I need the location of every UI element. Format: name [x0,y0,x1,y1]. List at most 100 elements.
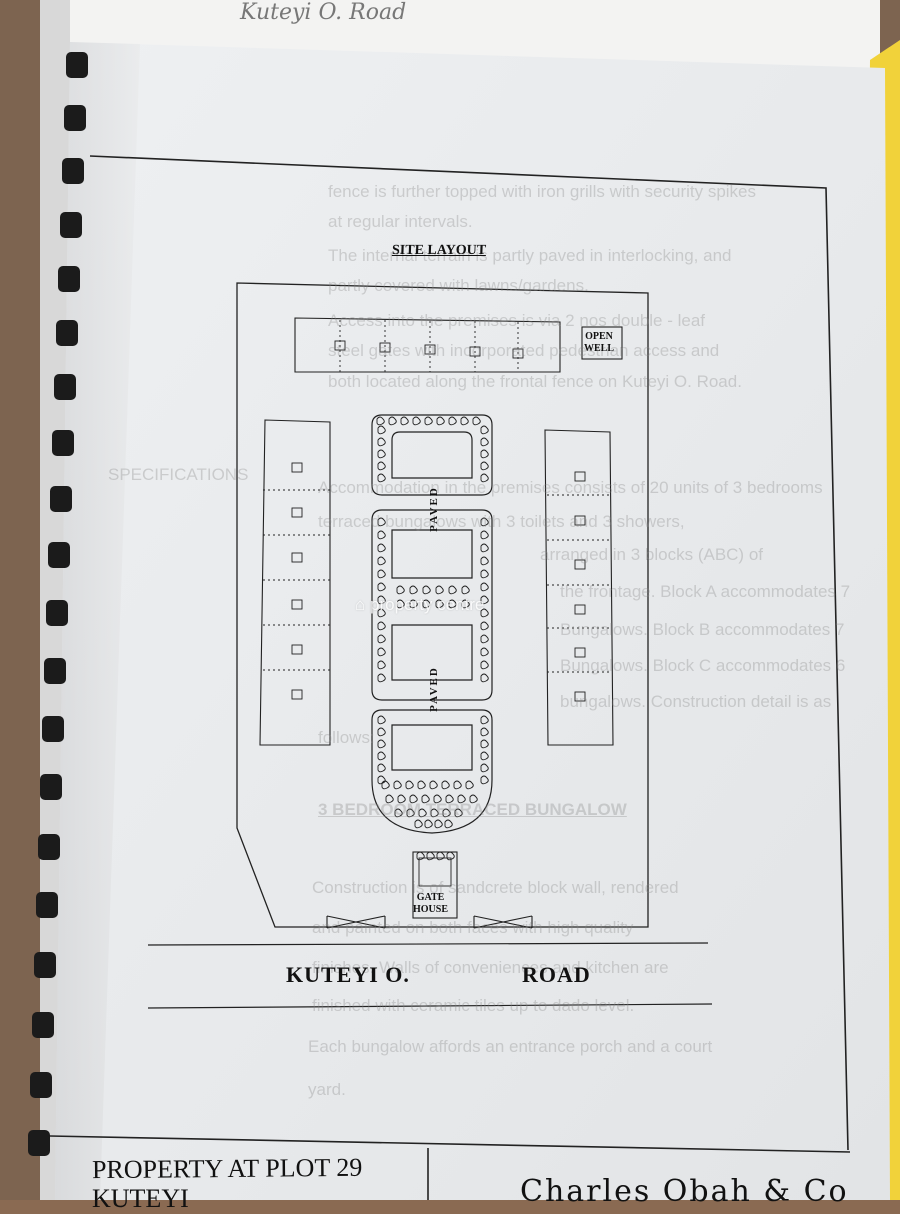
block-top [294,317,561,373]
shrub-icon [480,715,489,725]
gate-house-line-2: HOUSE [413,904,449,915]
shrub-icon [421,794,430,804]
shrub-icon [472,416,481,426]
shrub-icon [430,808,439,818]
handwritten-note: Kuteyi O. Road [240,0,407,25]
gate-house-inner [418,857,452,887]
shrub-icon [377,660,386,670]
shrub-icon [480,727,489,737]
ghost-line: yard. [308,1080,346,1099]
ghost-line: finished with ceramic tiles up to dado l… [312,996,635,1015]
ghost-line: Bungalows. Block C accommodates 6 [560,656,846,675]
shrub-icon [480,556,489,566]
shrub-icon [417,780,426,790]
shrub-icon [480,425,489,435]
ghost-line: at regular intervals. [328,212,473,231]
footer-firm-name: Charles Obah & Co [520,1174,849,1209]
shrub-icon [434,819,443,829]
shrub-icon [406,808,415,818]
shrub-icon [480,461,489,471]
shrub-icon [377,425,386,435]
ghost-line: Access into the premises is via 2 nos do… [328,311,706,330]
central-island [371,414,493,834]
shrub-icon [377,608,386,618]
paved-label-lower: PAVED [427,666,440,712]
gate-house-label: GATE HOUSE [413,892,448,916]
shrub-icon [412,416,421,426]
open-well-box [581,326,623,360]
shrub-icon [414,819,423,829]
shrub-icon [377,556,386,566]
shrub-icon [480,582,489,592]
shrub-icon [377,634,386,644]
shrub-icon [396,585,405,595]
shrub-icon [460,416,469,426]
shrub-icon [377,673,386,683]
footer-top-line [49,1135,851,1153]
ghost-line: partly covered with lawns/gardens. [328,276,589,295]
shrub-icon [429,780,438,790]
shrub-icon [377,647,386,657]
shrub-icon [480,608,489,618]
shrub-icon [377,437,386,447]
shrub-icon [469,794,478,804]
shrub-icon [436,416,445,426]
shrub-icon [461,585,470,595]
shrub-icon [377,751,386,761]
block-left [259,419,331,746]
shrub-icon [377,621,386,631]
open-well-line-2: WELL [584,343,615,354]
footer-property-title: PROPERTY AT PLOT 29 [91,1152,363,1185]
shrub-icon [480,673,489,683]
shrub-icon [422,585,431,595]
shrub-icon [377,461,386,471]
shrub-icon [435,585,444,595]
shrub-icon [397,794,406,804]
shrub-icon [377,530,386,540]
gate-house-box [412,851,458,919]
shrub-icon [396,599,405,609]
shrub-icon [377,569,386,579]
shrub-icon [442,808,451,818]
shrub-icon [480,647,489,657]
shrub-icon [377,763,386,773]
shrub-icon [480,530,489,540]
site-layout-title: SITE LAYOUT [391,243,487,258]
shrub-icon [444,819,453,829]
shrub-icon [377,739,386,749]
ghost-line: Accommodation in the premises consists o… [318,478,823,497]
open-well-line-1: OPEN [585,331,613,342]
shrub-icon [377,715,386,725]
paved-label-upper: PAVED [427,486,440,532]
shrub-icon [448,599,457,609]
shrub-icon [422,599,431,609]
shrub-icon [480,569,489,579]
shrub-icon [453,780,462,790]
ghost-line: fence is further topped with iron grills… [328,182,757,201]
shrub-icon [480,634,489,644]
watermark-text: property centre [370,595,485,614]
ghost-side-label: SPECIFICATIONS [108,465,249,484]
shrub-icon [418,808,427,818]
shrub-icon [480,595,489,605]
open-well-label: OPEN WELL [584,331,614,355]
shrub-icon [480,449,489,459]
shrub-icon [480,437,489,447]
site-boundary [236,282,649,928]
shrub-icon [409,585,418,595]
shrub-icon [480,473,489,483]
ghost-line: The internal terrain is partly paved in … [328,246,732,265]
shrub-icon [409,794,418,804]
block-right [544,429,614,746]
shrub-icon [388,416,397,426]
ghost-line: Each bungalow affords an entrance porch … [308,1037,713,1056]
shrub-icon [385,794,394,804]
house-icon: ⌂ [355,595,370,614]
shrub-icon [400,416,409,426]
property-centre-watermark: ⌂ property centre [355,595,484,615]
shrub-icon [448,585,457,595]
ghost-line: and painted on both faces with high qual… [312,918,634,937]
shrub-icon [480,739,489,749]
